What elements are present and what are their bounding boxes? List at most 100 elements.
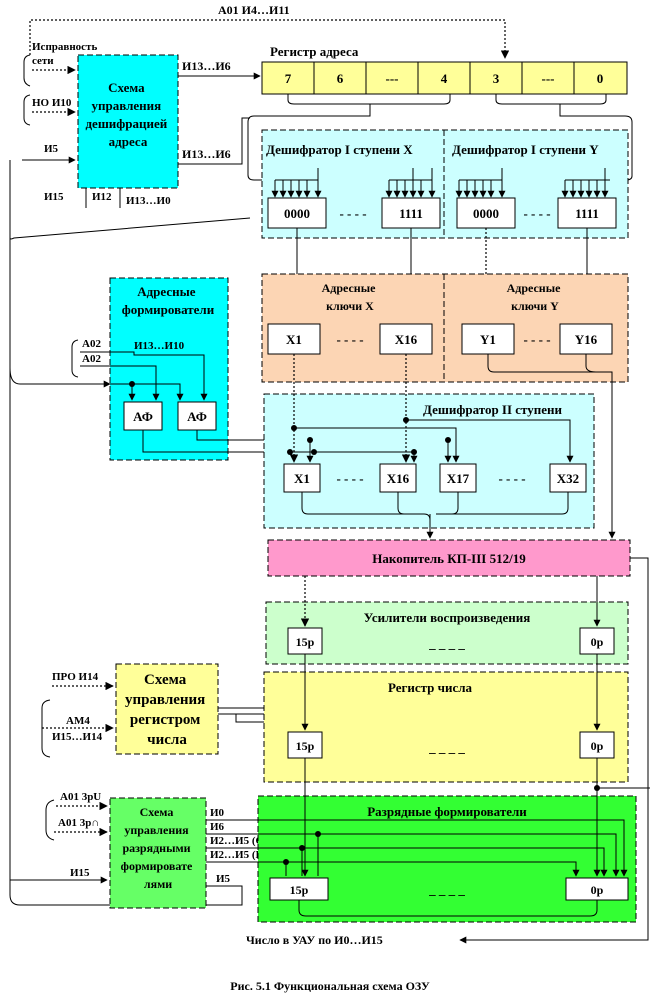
- bit-shapers-control-title-line4: формировате: [121, 859, 193, 873]
- left-main-bus: [9, 238, 243, 906]
- control-out-mid-label: И13…И6: [182, 147, 231, 161]
- address-shapers-title: Адресные формирователи: [122, 284, 215, 317]
- dec2-x32-box: [549, 463, 587, 493]
- bs-dot-2: [299, 845, 305, 851]
- input-label-network-ok: Исправность: [32, 41, 97, 53]
- figure-caption: Рис. 5.1 Функциональная схема ОЗУ: [230, 979, 430, 993]
- number-register-control-block: [115, 663, 219, 755]
- bs-in-a01-n: А01 3р∩: [58, 817, 99, 829]
- nr-in-pro-i14: ПРО И14: [52, 671, 99, 683]
- af-label-1: АФ: [133, 409, 153, 424]
- dec2-x32: X32: [557, 471, 579, 486]
- bs-out-bus: [298, 900, 598, 917]
- address-register: 7 6 --- 4 3 --- 0: [261, 61, 628, 95]
- bit-shapers-control-block: [109, 797, 207, 909]
- address-bit-7: 7: [285, 71, 292, 86]
- address-keys-x-title: Адресные ключи X: [322, 281, 379, 313]
- amp-0: 0р: [591, 635, 604, 649]
- dec2-af1-line: [290, 451, 418, 463]
- bs-out-i5: И5: [216, 873, 231, 885]
- address-control-title: Схема управления дешифрацией адреса: [85, 80, 170, 149]
- input-line-network-bracket: [23, 54, 31, 87]
- shapers-in-a02-2: А02: [82, 353, 101, 365]
- dec2-dashes-2: - - - -: [498, 471, 525, 486]
- address-control-title-line3: дешифрацией: [85, 116, 167, 131]
- decoder1-y-0000: 0000: [473, 206, 499, 221]
- address-bit-3: 3: [493, 71, 500, 86]
- bs-in-bracket: [45, 799, 55, 841]
- input-label-no-i10: НО И10: [32, 97, 72, 109]
- bit-shapers-control-title-line3: разрядными: [122, 841, 190, 855]
- dec2-x1: X1: [294, 471, 310, 486]
- address-bit-dash-2: ---: [542, 71, 555, 86]
- dec2-x16: X16: [387, 471, 410, 486]
- bs-dot-1: [315, 831, 321, 837]
- number-register-block: [263, 671, 629, 783]
- nr-in-i15-i14: И15…И14: [52, 731, 103, 743]
- reg-0: 0р: [591, 739, 604, 753]
- control-out-top-label: И13…И6: [182, 59, 231, 73]
- bs-in-i15: И15: [70, 867, 90, 879]
- decoder1-x-0000: 0000: [284, 206, 310, 221]
- af1-out: [142, 430, 290, 453]
- bs-in-a01-u: А01 3рU: [60, 791, 101, 803]
- address-control-block: [77, 54, 179, 189]
- key-y16-box: [559, 323, 613, 355]
- dec2-x17-box: [439, 463, 477, 493]
- control-out-mid-line: [178, 117, 250, 165]
- nr-in-am4: АМ4: [66, 715, 90, 727]
- decoder1-x-0000-box: [267, 197, 327, 229]
- bs-dashes: _ _ _ _: [428, 882, 465, 897]
- address-reg-x-link: [247, 104, 371, 181]
- address-keys-x-title-line2: ключи X: [326, 299, 374, 313]
- bit-shapers-control-title-line2: управления: [124, 823, 189, 837]
- address-control-title-line2: управления: [92, 98, 162, 113]
- bit-shapers-control-title-line5: лями: [144, 877, 172, 891]
- bit-shapers-control-title-line1: Схема: [140, 805, 174, 819]
- decoder1-x-1111: 1111: [399, 206, 423, 221]
- top-bus-label: А01 И4…И11: [218, 3, 290, 17]
- decoder1-left-title: Дешифратор I ступени X: [266, 142, 413, 157]
- address-bit-4: 4: [441, 71, 448, 86]
- control-bottom-ticks: [85, 188, 121, 208]
- dec2-out-brace-1: [301, 492, 431, 521]
- shapers-in-bracket: [71, 339, 79, 378]
- bs-out-i0: И0: [210, 807, 225, 819]
- key-y16-out: [585, 354, 612, 373]
- decoder1-y-1111: 1111: [575, 206, 599, 221]
- storage-block: [267, 539, 631, 577]
- shapers-in-i13-i10: И13…И10: [134, 340, 185, 352]
- address-bit-dash-1: ---: [386, 71, 399, 86]
- address-control-title-line1: Схема: [108, 80, 145, 95]
- dec2-x1-box: [283, 463, 321, 493]
- dec2-dashes-1: - - - -: [336, 471, 363, 486]
- address-keys-y-title-line1: Адресные: [507, 281, 561, 295]
- address-reg-brace-x: [287, 94, 451, 105]
- bit-shapers-title: Разрядные формирователи: [367, 804, 527, 819]
- amps-block: [265, 601, 629, 665]
- reg-dashes: _ _ _ _: [428, 740, 465, 755]
- amp-0-box: [579, 627, 615, 655]
- control-bottom-label-i13-i0: И13…И0: [126, 195, 171, 207]
- bs-15: 15р: [290, 883, 309, 897]
- address-register-body: [261, 61, 628, 95]
- decoder1-right-title: Дешифратор I ступени Y: [452, 142, 599, 157]
- dec2-out-brace-2: [397, 492, 569, 515]
- dec2-x-bus-2: [406, 419, 574, 463]
- af-box-1: [123, 401, 163, 431]
- control-bottom-label-i15: И15: [44, 191, 64, 203]
- key-x16-box: [379, 323, 433, 355]
- shapers-in-a02-1: А02: [82, 338, 101, 350]
- address-keys-y-title-line2: ключи Y: [511, 299, 559, 313]
- amps-dashes: _ _ _ _: [428, 636, 465, 651]
- bs-0: 0р: [591, 883, 604, 897]
- address-register-title: Регистр адреса: [270, 44, 359, 59]
- bs-dot-3: [283, 859, 289, 865]
- address-bit-6: 6: [337, 71, 344, 86]
- address-control-title-line4: адреса: [109, 134, 148, 149]
- decoder2-block: [263, 393, 595, 529]
- top-bus-line: [29, 19, 510, 59]
- address-keys-y-title: Адресные ключи Y: [507, 281, 564, 313]
- output-label: Число в УАУ по И0…И15: [246, 933, 383, 947]
- dec2-x-bus-1: [294, 427, 460, 463]
